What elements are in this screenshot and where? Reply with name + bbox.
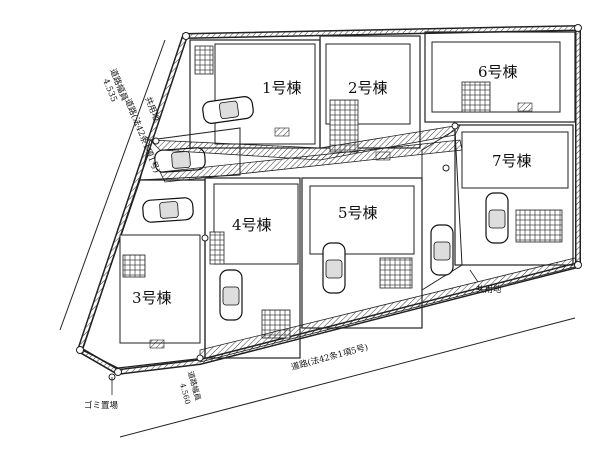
house-5-label: 5号棟 [338,204,378,222]
car-icon [154,147,206,173]
house-5-footprint [309,185,415,255]
shared-access-left [139,124,463,183]
lot-5 [301,177,423,329]
lot-1 [189,39,321,149]
shared-land-bottom-label: 共用地 [476,284,502,295]
lot-6 [424,31,576,123]
lot-2 [319,35,421,161]
left-road-edge-line [59,39,166,331]
car-icon [202,96,254,124]
house-3-label: 3号棟 [132,289,172,307]
house-3-footprint [119,234,201,344]
bottom-road-label: 道路(法42条1項5号) [290,342,369,373]
house-2-label: 2号棟 [348,79,388,97]
car-icon [485,192,509,244]
house-7-footprint [461,131,569,189]
house-4-footprint [213,183,299,265]
house-1-footprint [214,43,316,145]
car-icon [219,269,243,321]
car-icon [430,224,454,276]
road-edge-line [119,317,576,438]
lot-7 [454,124,574,266]
garbage-area-label: ゴミ置場 [84,400,119,411]
lot-3 [81,179,206,369]
car-icon [322,242,346,294]
house-1-label: 1号棟 [262,79,302,97]
house-4-label: 4号棟 [232,216,272,234]
driveway-right [421,129,463,291]
house-6-label: 6号棟 [478,63,518,81]
house-7-label: 7号棟 [492,152,532,170]
house-6-footprint [431,41,561,113]
lot-4 [204,177,301,359]
car-icon [142,197,194,223]
boundary-markers [76,24,582,381]
